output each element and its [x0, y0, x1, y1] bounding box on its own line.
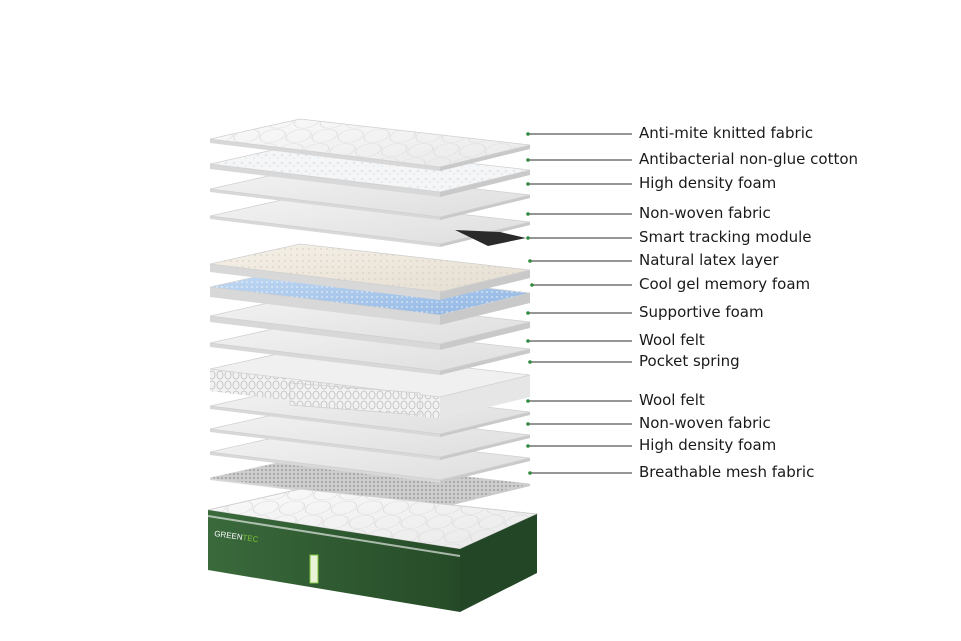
layer-side — [440, 293, 530, 325]
layer-side — [210, 189, 440, 220]
layer-label: Anti-mite knitted fabric — [639, 124, 814, 142]
leader-dot — [526, 212, 530, 216]
mattress-layer-sheet — [209, 143, 531, 197]
layer-side — [210, 216, 440, 247]
layer-stack — [209, 118, 531, 508]
layer-texture — [210, 119, 530, 167]
mattress-layer-sheet — [209, 348, 531, 419]
layer-label: High density foam — [639, 174, 777, 192]
layer-label: Smart tracking module — [639, 228, 812, 246]
layer-texture — [210, 144, 530, 192]
layer-label: Breathable mesh fabric — [639, 463, 815, 481]
layer-side — [440, 484, 530, 508]
layer-side — [440, 349, 530, 375]
layer-top — [209, 348, 531, 398]
layer-texture — [210, 458, 530, 506]
brand-label-tag — [309, 554, 319, 584]
layer-side — [210, 452, 440, 483]
leader-lines — [526, 132, 632, 475]
layer-label: Pocket spring — [639, 352, 740, 370]
mattress-layer-sheet — [209, 168, 531, 220]
layer-label: Cool gel memory foam — [639, 275, 811, 293]
mattress-layer-sheet — [209, 431, 531, 483]
layer-side — [440, 145, 530, 171]
leader-dot — [526, 158, 530, 162]
leader-dot — [530, 283, 534, 287]
brand-logo: GREENTEC — [214, 529, 259, 544]
pocket-spring-section — [289, 382, 421, 416]
layer-side — [440, 375, 530, 419]
layer-side — [210, 406, 440, 437]
mattress-layer-sheet — [209, 295, 531, 350]
layer-label: Supportive foam — [639, 303, 764, 321]
leader-dot — [526, 132, 530, 136]
mattress-layer-sheet — [209, 243, 531, 300]
layer-label: Non-woven fabric — [639, 204, 771, 222]
mattress-layer-sheet — [209, 322, 531, 375]
module-body — [455, 230, 526, 246]
layer-side — [440, 458, 530, 483]
layer-side — [440, 322, 530, 350]
layer-label: Wool felt — [639, 391, 705, 409]
leader-dot — [526, 422, 530, 426]
layer-side — [440, 412, 530, 437]
leader-dot — [526, 399, 530, 403]
layer-texture — [210, 244, 530, 292]
layer-side — [210, 316, 440, 350]
layer-side — [210, 287, 440, 325]
layer-top — [209, 322, 531, 372]
mattress-base: GREENTEC — [207, 488, 539, 612]
layer-side — [210, 139, 440, 171]
layer-side — [210, 264, 440, 300]
layer-top — [209, 195, 531, 245]
layer-side — [440, 170, 530, 197]
layer-label: Natural latex layer — [639, 251, 779, 269]
layer-side — [440, 435, 530, 460]
leader-dot — [526, 311, 530, 315]
layer-side — [440, 270, 530, 300]
layer-side — [210, 164, 440, 197]
layer-label: High density foam — [639, 436, 777, 454]
leader-dot — [526, 339, 530, 343]
smart-module-strip — [455, 230, 526, 246]
leader-dot — [528, 360, 532, 364]
leader-dot — [526, 236, 530, 240]
mattress-layer-sheet — [209, 408, 531, 460]
leader-dot — [528, 471, 532, 475]
layer-side — [210, 343, 440, 375]
layer-side — [440, 195, 530, 220]
layer-label: Antibacterial non-glue cotton — [639, 150, 859, 168]
layer-side — [210, 429, 440, 460]
layer-label: Non-woven fabric — [639, 414, 771, 432]
leader-dot — [528, 259, 532, 263]
layer-label: Wool felt — [639, 331, 705, 349]
mattress-layer-sheet — [209, 118, 531, 171]
leader-dot — [526, 444, 530, 448]
leader-dot — [526, 182, 530, 186]
